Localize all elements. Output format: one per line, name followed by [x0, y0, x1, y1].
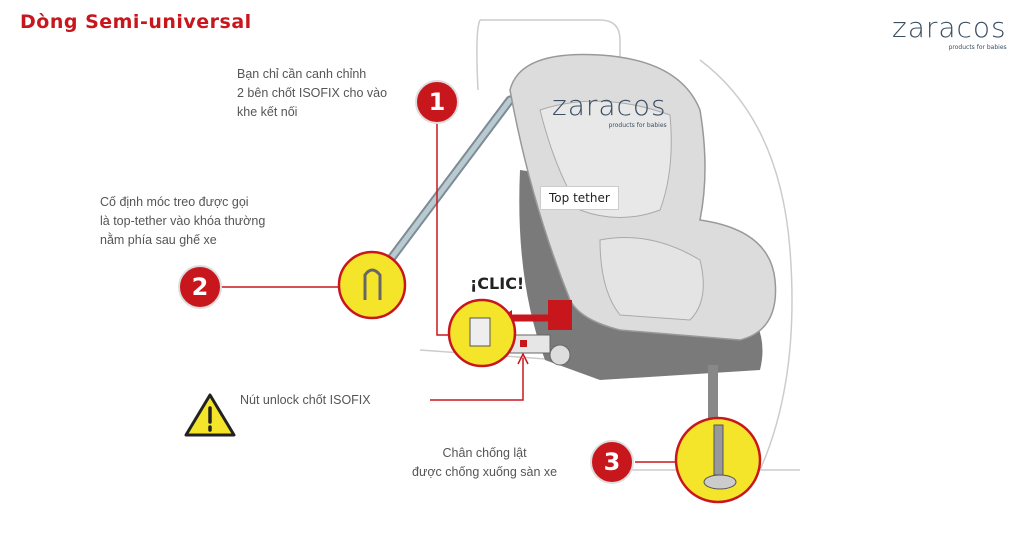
step-number-3: 3 — [603, 448, 621, 476]
step-1-text: Bạn chỉ cần canh chỉnh 2 bên chốt ISOFIX… — [237, 67, 388, 119]
step-badge-3 — [590, 440, 634, 484]
warning-text: Nút unlock chốt ISOFIX — [240, 393, 371, 407]
step-badge-1 — [415, 80, 459, 124]
step-badge-2 — [178, 265, 222, 309]
leg-foot-icon — [703, 474, 737, 490]
page-title: Dòng Semi-universal — [20, 11, 252, 33]
isofix-anchor-icon — [469, 317, 491, 347]
tether-hook-zoom — [337, 250, 407, 320]
brand-logo: zaracos products for babies — [892, 11, 1007, 52]
isofix-release-red — [548, 300, 572, 330]
step-2-text: Cố định móc treo được gọi là top-tether … — [100, 195, 266, 247]
callout-line-1 — [436, 120, 450, 336]
vehicle-headrest-outline — [476, 19, 621, 91]
step-number-2: 2 — [191, 273, 209, 301]
clic-label: ¡CLIC! — [470, 274, 525, 293]
support-leg — [708, 365, 718, 445]
step-number-1: 1 — [428, 88, 446, 116]
hook-icon — [363, 268, 382, 300]
step-3-text: Chân chống lật được chống xuống sàn xe — [412, 446, 558, 479]
seat-cushion — [599, 237, 704, 321]
top-tether-label: Top tether — [540, 186, 619, 210]
base-wheel — [549, 344, 571, 366]
callout-line-unlock — [430, 358, 524, 401]
seat-brand-logo: zaracos products for babies — [552, 89, 667, 130]
